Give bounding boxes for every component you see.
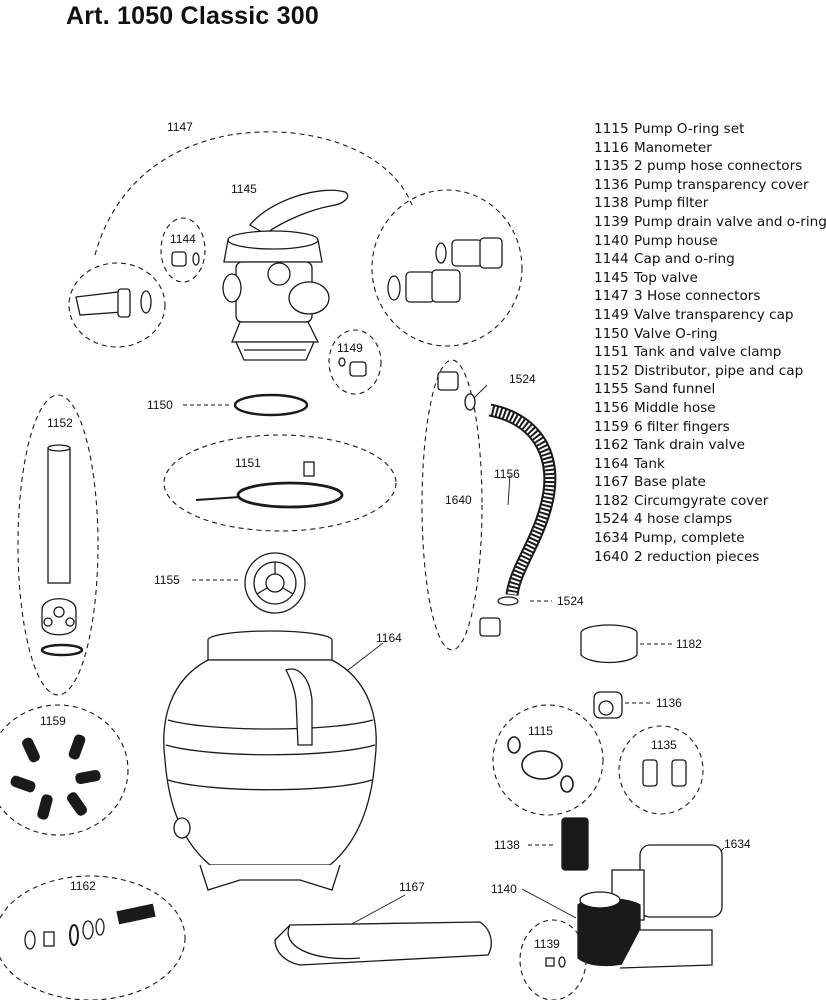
callout-1136: 1136: [656, 696, 682, 710]
callout-1149: 1149: [337, 341, 363, 355]
callout-1524-top: 1524: [509, 372, 536, 386]
callout-1138: 1138: [494, 838, 520, 852]
callout-1524-bottom: 1524: [557, 594, 584, 608]
callout-1167: 1167: [399, 880, 425, 894]
top-valve-part: [222, 189, 349, 361]
dashed-group-outlines: [0, 131, 704, 1000]
middle-hose-part: [488, 403, 557, 597]
pump-drain-valve-part: [545, 956, 566, 968]
callout-1151: 1151: [235, 456, 261, 470]
reduction-pieces-part: [437, 371, 501, 637]
filter-fingers-part: [10, 734, 101, 820]
callout-1147: 1147: [167, 120, 193, 134]
callout-1159: 1159: [40, 714, 66, 728]
callout-1145: 1145: [231, 182, 257, 196]
valve-transparency-cap-part: [338, 357, 367, 377]
callout-1135: 1135: [651, 738, 677, 752]
pump-o-ring-set-part: [507, 736, 574, 793]
page-title: Art. 1050 Classic 300: [66, 2, 319, 30]
callout-1115: 1115: [528, 724, 553, 738]
pump-hose-connectors-part: [642, 759, 687, 787]
circumgyrate-cover-part: [580, 624, 638, 664]
tank-part: [163, 630, 377, 891]
base-plate-part: [274, 921, 492, 966]
callout-1182: 1182: [676, 637, 702, 651]
callout-1144: 1144: [170, 232, 196, 246]
hose-clamps-part: [464, 393, 519, 606]
callout-1634: 1634: [724, 837, 751, 851]
pump-transparency-cover-part: [593, 691, 623, 719]
tank-drain-valve-part: [24, 903, 156, 950]
tank-valve-clamp-part: [195, 461, 344, 509]
callout-1640: 1640: [445, 493, 472, 507]
distributor-pipe-part: [40, 444, 84, 657]
cap-o-ring-part: [171, 251, 200, 267]
callout-1140: 1140: [491, 882, 517, 896]
valve-o-ring-part: [233, 393, 309, 417]
callout-1139: 1139: [534, 937, 560, 951]
callout-1156: 1156: [494, 467, 520, 481]
sand-funnel-part: [244, 552, 306, 614]
leader-lines: [183, 404, 672, 846]
callout-1150: 1150: [147, 398, 173, 412]
hose-connectors-part: [75, 237, 503, 318]
callout-1162: 1162: [70, 879, 96, 893]
callout-1155: 1155: [154, 573, 180, 587]
pump-filter-part: [561, 817, 589, 871]
callout-1164: 1164: [376, 631, 402, 645]
pump-complete-part: [577, 844, 723, 969]
callout-1152: 1152: [47, 416, 73, 430]
